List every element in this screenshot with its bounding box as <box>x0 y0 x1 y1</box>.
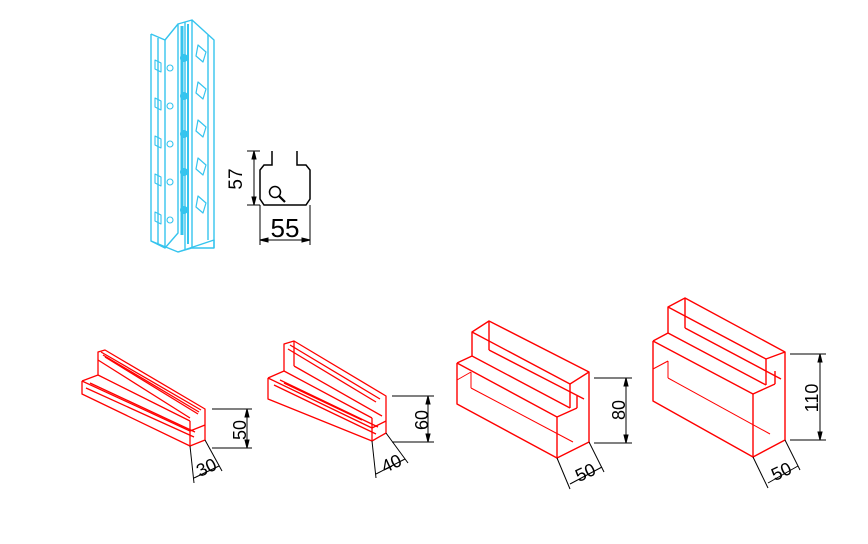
beam-80x50-width-dimension <box>556 441 605 490</box>
magnifier-icon <box>268 185 282 199</box>
beam-80x50-height-label: 80 <box>609 400 629 420</box>
beam-80x50 <box>456 320 590 459</box>
beam-110x50-height-dimension <box>790 353 826 441</box>
beam-110x50-width-dimension <box>752 439 801 489</box>
beam-110x50-height-label: 110 <box>802 384 822 413</box>
beam-60x40-height-dimension <box>392 395 434 443</box>
upright-width-label: 55 <box>271 213 300 243</box>
beam-50x30-width-dimension <box>189 439 223 484</box>
beam-60x40-width-dimension <box>371 432 409 479</box>
beam-50x30-height-dimension <box>212 408 252 449</box>
upright-width-dimension <box>259 205 311 245</box>
beam-80x50-height-dimension <box>594 377 632 444</box>
beam-60x40-width-label: 40 <box>378 450 405 477</box>
beam-50x30 <box>81 349 206 447</box>
beam-50x30-height-label: 50 <box>230 420 250 440</box>
upright-cross-section <box>259 151 311 206</box>
upright-depth-dimension <box>247 150 260 206</box>
upright-isometric <box>150 19 215 253</box>
beam-80x50-width-label: 50 <box>572 459 599 486</box>
upright-depth-label: 57 <box>226 168 247 189</box>
beam-60x40 <box>267 340 387 442</box>
beam-110x50 <box>652 297 786 458</box>
beam-60x40-height-label: 60 <box>412 410 432 430</box>
